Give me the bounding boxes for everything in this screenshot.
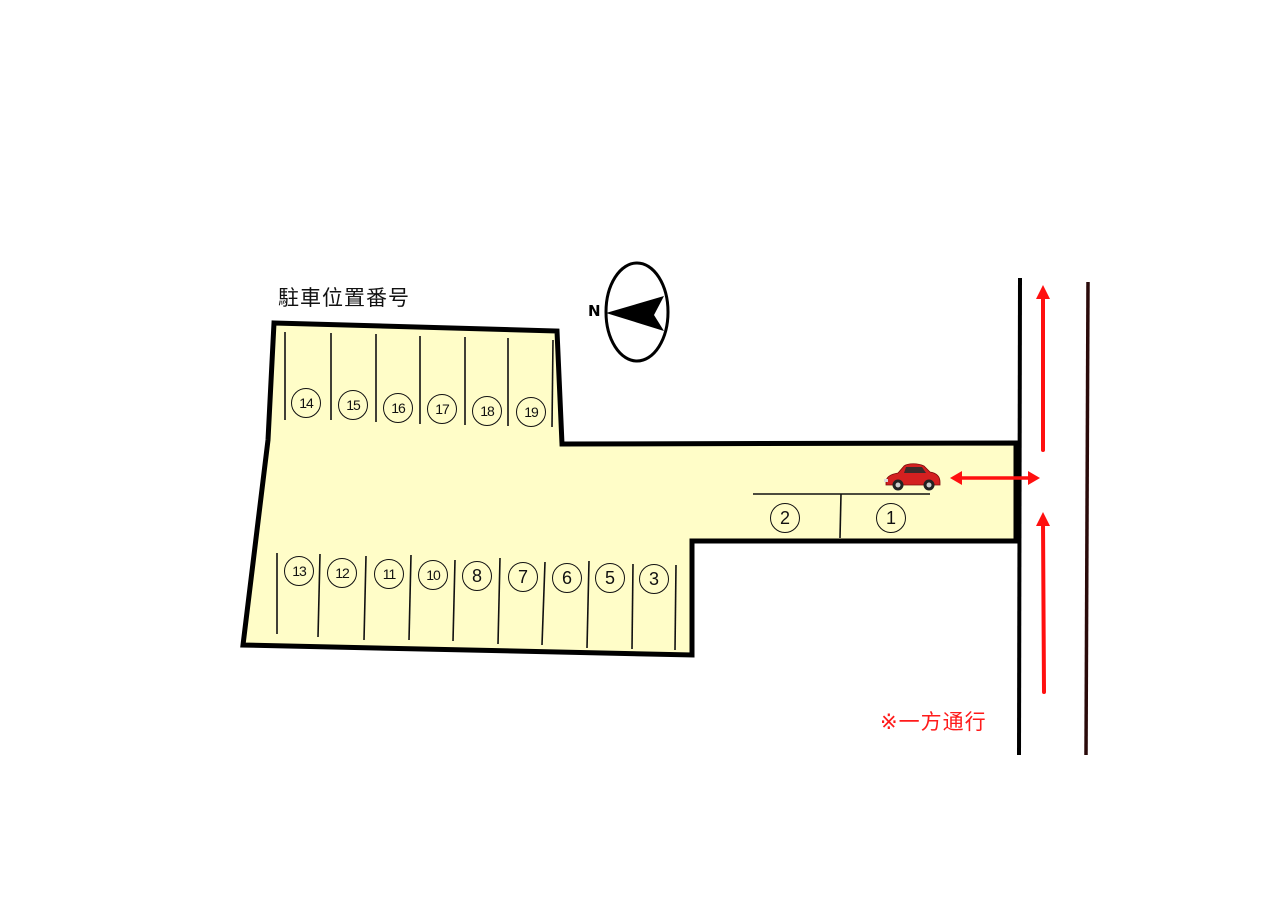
space-number: 16 <box>383 393 413 423</box>
space-number: 15 <box>338 390 368 420</box>
one-way-note: ※一方通行 <box>880 710 987 734</box>
bottom-space-dividers <box>276 553 677 651</box>
space-number: 17 <box>427 394 457 424</box>
space-number: 10 <box>418 560 448 590</box>
one-way-arrow-icon <box>1036 285 1050 452</box>
space-number: 11 <box>374 559 404 589</box>
car-icon <box>884 463 941 491</box>
space-number: 1 <box>876 503 906 533</box>
space-number: 8 <box>462 561 492 591</box>
top-space-dividers <box>284 332 554 428</box>
space-number: 13 <box>284 556 314 586</box>
map-title: 駐車位置番号 <box>278 286 410 310</box>
space-number: 3 <box>639 564 669 594</box>
road-edge-right <box>1084 281 1090 756</box>
space-number: 14 <box>291 388 321 418</box>
space-number: 6 <box>552 563 582 593</box>
space-number: 7 <box>508 562 538 592</box>
driveway-space-lines <box>753 493 930 539</box>
space-number: 18 <box>472 396 502 426</box>
road-edge-left <box>1017 277 1022 756</box>
space-number: 2 <box>770 503 800 533</box>
entrance-arrow-icon <box>950 471 1040 485</box>
compass-north-label: N <box>588 302 601 320</box>
space-number: 12 <box>327 558 357 588</box>
space-number: 5 <box>595 563 625 593</box>
compass-icon <box>604 261 670 363</box>
space-number: 19 <box>516 397 546 427</box>
one-way-arrow-icon <box>1036 512 1050 694</box>
